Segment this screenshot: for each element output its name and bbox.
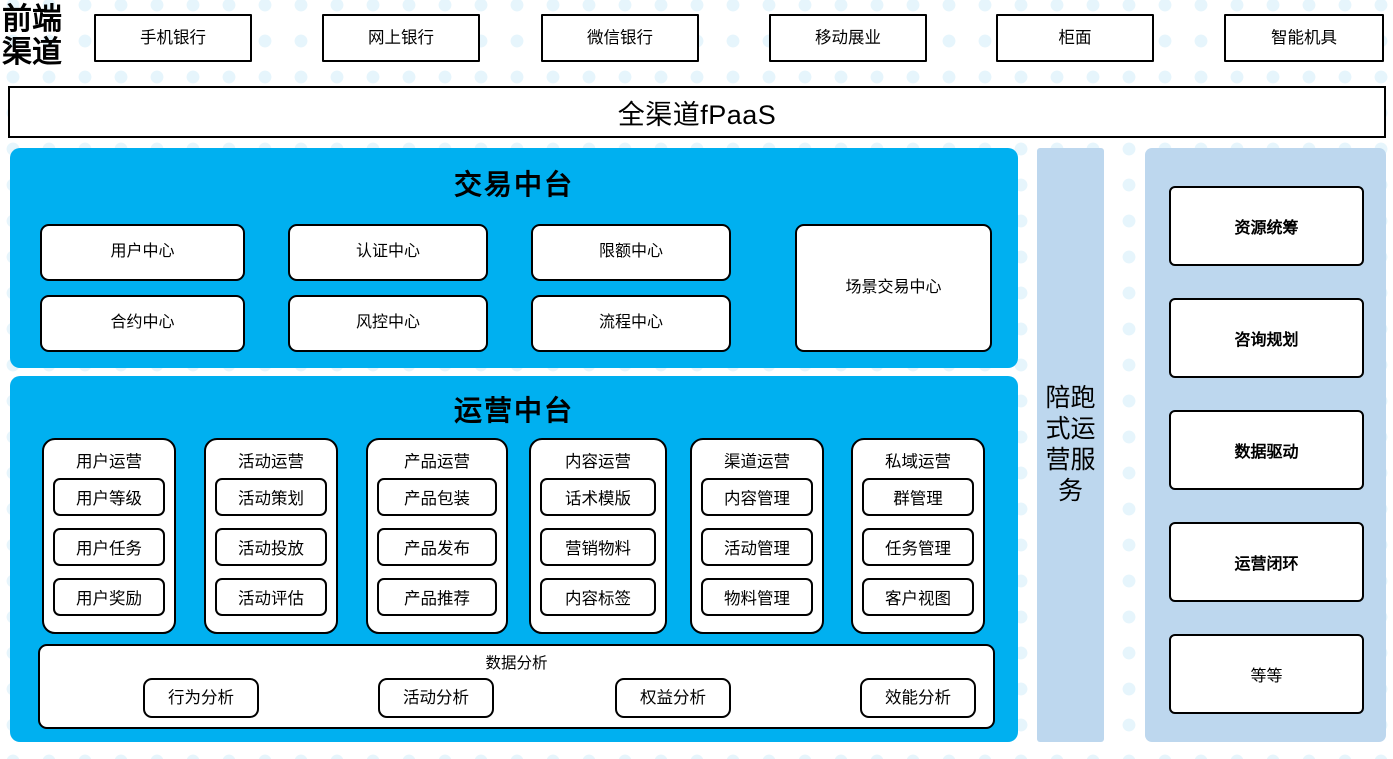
op-column-channel-operation[interactable]: 渠道运营 内容管理 活动管理 物料管理 bbox=[690, 438, 824, 634]
trade-item-limit-center[interactable]: 限额中心 bbox=[531, 224, 731, 281]
operation-platform-title: 运营中台 bbox=[453, 395, 574, 426]
trade-item-scene-trade-center[interactable]: 场景交易中心 bbox=[795, 224, 992, 352]
data-analysis-item-label: 效能分析 bbox=[885, 688, 951, 707]
op-sub-item[interactable]: 内容管理 bbox=[701, 478, 813, 516]
channel-box-mobile-bank[interactable]: 手机银行 bbox=[94, 14, 252, 62]
op-column-product-operation[interactable]: 产品运营 产品包装 产品发布 产品推荐 bbox=[366, 438, 508, 634]
channel-box-label: 微信银行 bbox=[587, 28, 653, 47]
channel-box-counter[interactable]: 柜面 bbox=[996, 14, 1154, 62]
op-column-user-operation[interactable]: 用户运营 用户等级 用户任务 用户奖励 bbox=[42, 438, 176, 634]
trade-item-label: 限额中心 bbox=[598, 243, 663, 261]
op-sub-item[interactable]: 产品包装 bbox=[377, 478, 497, 516]
trade-item-label: 场景交易中心 bbox=[845, 278, 942, 296]
trade-item-risk-center[interactable]: 风控中心 bbox=[288, 295, 488, 352]
service-column: 陪跑式运营服务 bbox=[1037, 148, 1104, 742]
data-analysis-item-activity[interactable]: 活动分析 bbox=[378, 678, 494, 718]
capability-item-etc[interactable]: 等等 bbox=[1169, 634, 1364, 714]
op-sub-item[interactable]: 活动投放 bbox=[215, 528, 327, 566]
op-column-title: 产品运营 bbox=[404, 453, 470, 471]
op-sub-item[interactable]: 产品推荐 bbox=[377, 578, 497, 616]
op-column-activity-operation[interactable]: 活动运营 活动策划 活动投放 活动评估 bbox=[204, 438, 338, 634]
data-analysis-title: 数据分析 bbox=[485, 655, 548, 672]
fpaas-bar-label: 全渠道fPaaS bbox=[617, 99, 777, 130]
trade-item-label: 用户中心 bbox=[110, 243, 175, 261]
op-column-title: 用户运营 bbox=[76, 453, 142, 471]
channel-box-wechat-bank[interactable]: 微信银行 bbox=[541, 14, 699, 62]
op-column-content-operation[interactable]: 内容运营 话术模版 营销物料 内容标签 bbox=[529, 438, 667, 634]
service-column-label: 陪跑式运营服务 bbox=[1045, 384, 1096, 505]
data-analysis-item-behavior[interactable]: 行为分析 bbox=[143, 678, 259, 718]
op-sub-item[interactable]: 话术模版 bbox=[540, 478, 656, 516]
data-analysis-item-efficiency[interactable]: 效能分析 bbox=[860, 678, 976, 718]
capability-column: 资源统筹 咨询规划 数据驱动 运营闭环 等等 bbox=[1145, 148, 1386, 742]
trade-item-user-center[interactable]: 用户中心 bbox=[40, 224, 245, 281]
op-column-title: 渠道运营 bbox=[724, 453, 790, 471]
data-analysis-item-label: 行为分析 bbox=[168, 688, 234, 707]
capability-item-consulting-planning[interactable]: 咨询规划 bbox=[1169, 298, 1364, 378]
data-analysis-item-rights[interactable]: 权益分析 bbox=[615, 678, 731, 718]
capability-item-data-driven[interactable]: 数据驱动 bbox=[1169, 410, 1364, 490]
channel-box-smart-machine[interactable]: 智能机具 bbox=[1224, 14, 1384, 62]
op-sub-item[interactable]: 用户任务 bbox=[53, 528, 165, 566]
op-sub-item[interactable]: 营销物料 bbox=[540, 528, 656, 566]
front-channel-label: 前端渠道 bbox=[2, 3, 62, 69]
channel-box-label: 网上银行 bbox=[368, 28, 434, 47]
capability-item-resource-coordination[interactable]: 资源统筹 bbox=[1169, 186, 1364, 266]
channel-box-label: 智能机具 bbox=[1271, 28, 1337, 47]
op-sub-item[interactable]: 内容标签 bbox=[540, 578, 656, 616]
trade-item-label: 流程中心 bbox=[598, 314, 663, 332]
op-sub-item[interactable]: 群管理 bbox=[862, 478, 974, 516]
op-sub-item[interactable]: 任务管理 bbox=[862, 528, 974, 566]
capability-item-operation-closed-loop[interactable]: 运营闭环 bbox=[1169, 522, 1364, 602]
op-column-title: 私域运营 bbox=[885, 453, 951, 471]
channel-box-label: 柜面 bbox=[1058, 28, 1092, 47]
channel-box-label: 移动展业 bbox=[815, 28, 881, 47]
op-sub-item[interactable]: 客户视图 bbox=[862, 578, 974, 616]
trade-item-label: 风控中心 bbox=[355, 314, 420, 332]
trade-platform-title: 交易中台 bbox=[453, 169, 574, 200]
channel-box-mobile-business[interactable]: 移动展业 bbox=[769, 14, 927, 62]
op-sub-item[interactable]: 活动管理 bbox=[701, 528, 813, 566]
op-column-title: 内容运营 bbox=[565, 453, 631, 471]
op-column-title: 活动运营 bbox=[238, 453, 304, 471]
data-analysis-item-label: 权益分析 bbox=[640, 688, 706, 707]
trade-item-label: 合约中心 bbox=[110, 314, 175, 332]
data-analysis-panel: 数据分析 行为分析 活动分析 权益分析 效能分析 bbox=[38, 644, 995, 729]
channel-box-label: 手机银行 bbox=[140, 28, 206, 47]
op-sub-item[interactable]: 活动策划 bbox=[215, 478, 327, 516]
data-analysis-item-label: 活动分析 bbox=[403, 688, 469, 707]
op-sub-item[interactable]: 活动评估 bbox=[215, 578, 327, 616]
op-sub-item[interactable]: 物料管理 bbox=[701, 578, 813, 616]
trade-item-contract-center[interactable]: 合约中心 bbox=[40, 295, 245, 352]
op-sub-item[interactable]: 产品发布 bbox=[377, 528, 497, 566]
channel-box-internet-bank[interactable]: 网上银行 bbox=[322, 14, 480, 62]
trade-item-process-center[interactable]: 流程中心 bbox=[531, 295, 731, 352]
trade-item-label: 认证中心 bbox=[355, 243, 420, 261]
op-column-private-domain-operation[interactable]: 私域运营 群管理 任务管理 客户视图 bbox=[851, 438, 985, 634]
op-sub-item[interactable]: 用户奖励 bbox=[53, 578, 165, 616]
op-sub-item[interactable]: 用户等级 bbox=[53, 478, 165, 516]
trade-item-auth-center[interactable]: 认证中心 bbox=[288, 224, 488, 281]
fpaas-bar[interactable]: 全渠道fPaaS bbox=[8, 86, 1386, 138]
